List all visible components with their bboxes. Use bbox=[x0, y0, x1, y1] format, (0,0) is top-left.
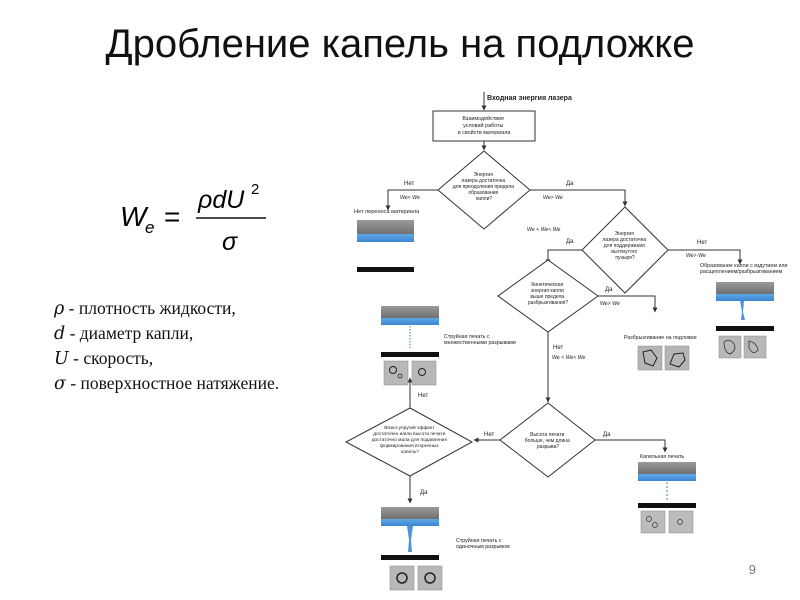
laser-energy-input-label: Входная энергия лазера bbox=[487, 95, 572, 102]
d2-no-condition: We> We bbox=[686, 253, 706, 259]
d2-no-label: Нет bbox=[697, 240, 707, 246]
formula-lhs: W bbox=[120, 201, 149, 232]
decision-4-label: Высота печати больше, чем длина разрыва? bbox=[525, 432, 571, 450]
drop-printing-image bbox=[638, 462, 696, 534]
single-break-image bbox=[381, 507, 443, 591]
formula-equals: = bbox=[164, 201, 180, 232]
d3-no-condition: We < We< We bbox=[552, 355, 586, 361]
weber-number-formula: W e = ρdU 2 σ bbox=[120, 178, 270, 262]
d1-yes-condition: We> We bbox=[543, 195, 563, 201]
d3-yes-label: Да bbox=[605, 287, 613, 293]
d5-no-label: Нет bbox=[418, 393, 428, 399]
single-break-caption: Струйная печать с одиночным разрывом bbox=[456, 537, 510, 550]
d4-no-label: Нет bbox=[484, 432, 494, 438]
d2-yes-condition: We < We< We bbox=[527, 227, 561, 233]
definition-diameter: d - диаметр капли, bbox=[54, 323, 194, 344]
no-transfer-caption: Нет переноса материала bbox=[354, 209, 420, 215]
definition-velocity: U - скорость, bbox=[54, 348, 154, 369]
d1-no-condition: We< We bbox=[400, 195, 420, 201]
d1-no-label: Нет bbox=[404, 181, 414, 187]
formula-numerator: ρdU bbox=[197, 186, 245, 214]
definition-density: ρ - плотность жидкости, bbox=[54, 298, 236, 319]
d2-yes-label: Да bbox=[566, 239, 574, 245]
decision-splash-threshold bbox=[497, 259, 599, 333]
decision-5-label: Вязко-упругий эффект достаточен и/или вы… bbox=[372, 424, 449, 455]
formula-lhs-subscript: e bbox=[145, 218, 154, 237]
bubble-image bbox=[716, 282, 774, 359]
drop-printing-caption: Капельная печать bbox=[640, 454, 684, 460]
decision-1-label: Энергия лазера достаточна для преодолени… bbox=[453, 172, 516, 202]
multi-break-caption: Струйная печать с множественными разрыва… bbox=[444, 333, 516, 346]
d4-yes-label: Да bbox=[603, 432, 611, 438]
slide-title: Дробление капель на подложке bbox=[105, 22, 695, 66]
no-transfer-image bbox=[357, 220, 414, 272]
decision-viscoelastic bbox=[344, 407, 474, 477]
d5-yes-label: Да bbox=[420, 490, 428, 496]
decision-2-label: Энергия лазера достаточна для поддержани… bbox=[602, 231, 647, 261]
bubble-caption: Образование капли с вздутием или расщепл… bbox=[700, 263, 789, 275]
decision-bubble-energy bbox=[581, 206, 669, 294]
definition-surface-tension: σ - поверхностное натяжение. bbox=[54, 373, 280, 394]
variable-definitions: ρ - плотность жидкости, d - диаметр капл… bbox=[54, 296, 279, 396]
page-number: 9 bbox=[748, 562, 756, 577]
d3-yes-condition: We> We bbox=[600, 301, 620, 307]
d3-no-label: Нет bbox=[553, 345, 563, 351]
interaction-box bbox=[432, 110, 536, 142]
decision-3-label: Кинетическая энергия капли выше предела … bbox=[528, 282, 569, 306]
formula-denominator: σ bbox=[222, 228, 238, 256]
multi-break-image bbox=[381, 306, 439, 386]
formula-exponent: 2 bbox=[251, 181, 259, 198]
splash-image bbox=[637, 345, 690, 371]
decision-print-height bbox=[499, 402, 596, 478]
splash-caption: Разбрызгивание на подложке bbox=[624, 335, 697, 341]
interaction-box-label: Взаимодействие условий работы и свойств … bbox=[458, 115, 511, 136]
d1-yes-label: Да bbox=[566, 181, 574, 187]
decision-laser-energy-threshold bbox=[437, 150, 531, 230]
